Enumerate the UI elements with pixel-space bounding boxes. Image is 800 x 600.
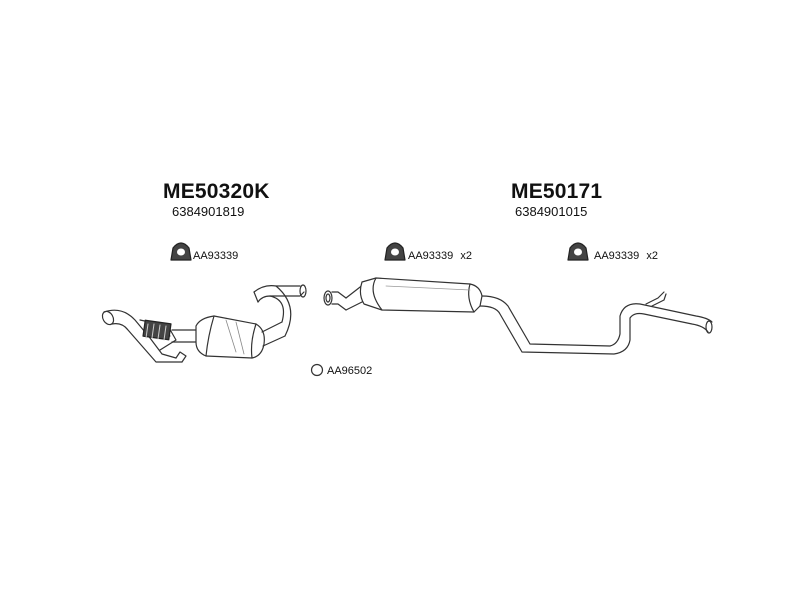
part-number-rear: 6384901015 bbox=[515, 204, 588, 219]
hanger-qty: x2 bbox=[646, 250, 658, 262]
rubber-hanger-icon bbox=[170, 242, 192, 261]
rear-inlet-flange bbox=[323, 283, 367, 311]
hanger-code: AA93339 bbox=[408, 250, 454, 262]
rear-muffler bbox=[359, 277, 483, 313]
front-intermediate-pipe bbox=[253, 284, 307, 337]
hanger-label-rear: AA93339 x2 bbox=[594, 250, 658, 262]
sealing-ring-label: AA96502 bbox=[327, 365, 373, 377]
rubber-hanger-icon bbox=[384, 242, 406, 261]
hanger-code: AA93339 bbox=[594, 250, 640, 262]
front-pipe-manifold bbox=[101, 309, 187, 363]
hanger-qty: x2 bbox=[460, 250, 472, 262]
sealing-ring-icon bbox=[310, 363, 324, 377]
part-code-front: ME50320K bbox=[163, 180, 270, 203]
part-code-rear: ME50171 bbox=[511, 180, 603, 203]
hanger-label-middle: AA93339 x2 bbox=[408, 250, 472, 262]
rear-tail-pipe bbox=[479, 291, 713, 355]
part-number-front: 6384901819 bbox=[172, 204, 245, 219]
catalytic-converter bbox=[171, 315, 286, 359]
hanger-code: AA93339 bbox=[193, 250, 239, 262]
rubber-hanger-icon bbox=[567, 242, 589, 261]
hanger-label-front: AA93339 bbox=[193, 250, 238, 262]
